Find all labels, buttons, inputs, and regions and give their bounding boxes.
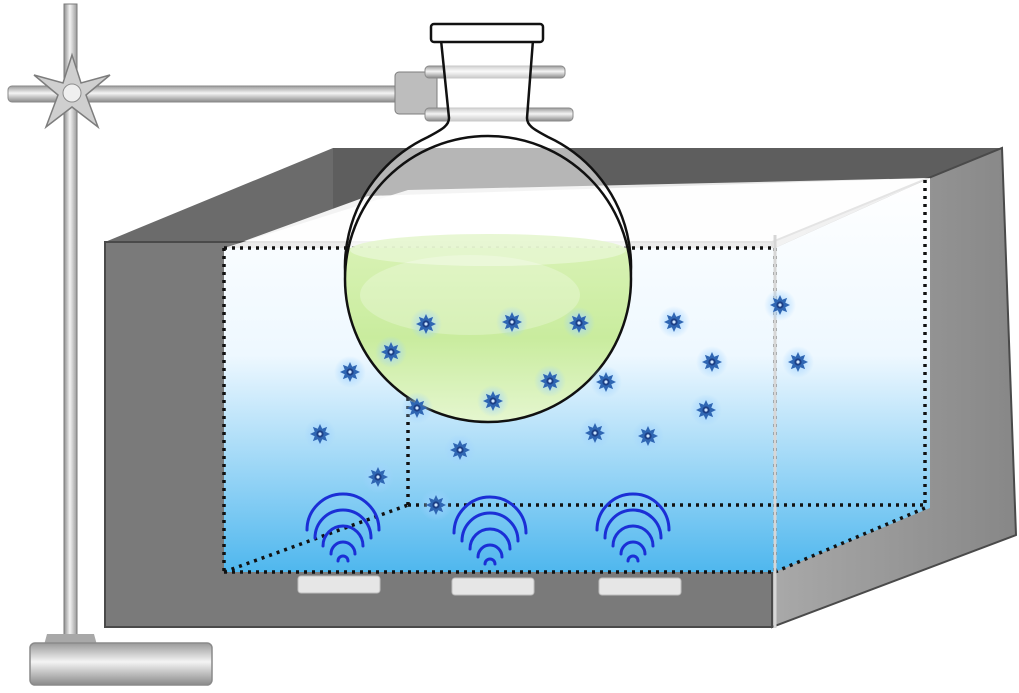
flask-neck-lip: [429, 22, 545, 44]
cavitation-bubble-icon: [334, 356, 366, 388]
clamp-knob: [33, 52, 111, 130]
transducer-plate: [598, 577, 682, 596]
transducer-plates: [297, 575, 682, 596]
cavitation-bubble-icon: [782, 346, 814, 378]
cavitation-bubble-icon: [534, 365, 566, 397]
cavitation-bubble-icon: [496, 306, 528, 338]
cavitation-bubble-icon: [590, 366, 622, 398]
round-bottom-flask: [343, 22, 633, 424]
clamp-jaw: [394, 71, 438, 115]
cavitation-bubble-icon: [444, 434, 476, 466]
cavitation-bubble-icon: [579, 417, 611, 449]
transducer-plate: [297, 575, 381, 594]
cavitation-bubble-icon: [696, 346, 728, 378]
cavitation-bubble-icon: [420, 489, 452, 521]
cavitation-bubble-icon: [764, 289, 796, 321]
cavitation-bubble-icon: [563, 307, 595, 339]
cavitation-bubble-icon: [375, 336, 407, 368]
stand-base: [29, 642, 213, 686]
cavitation-bubble-icon: [690, 394, 722, 426]
cavitation-bubble-icon: [477, 385, 509, 417]
cavitation-bubble-icon: [632, 420, 664, 452]
transducer-plate: [451, 577, 535, 596]
cavitation-bubble-icon: [410, 308, 442, 340]
cavitation-bubble-icon: [304, 418, 336, 450]
cavitation-bubble-icon: [362, 461, 394, 493]
cavitation-bubble-icon: [401, 392, 433, 424]
lab-stand: [29, 3, 213, 686]
cavitation-bubble-icon: [658, 306, 690, 338]
